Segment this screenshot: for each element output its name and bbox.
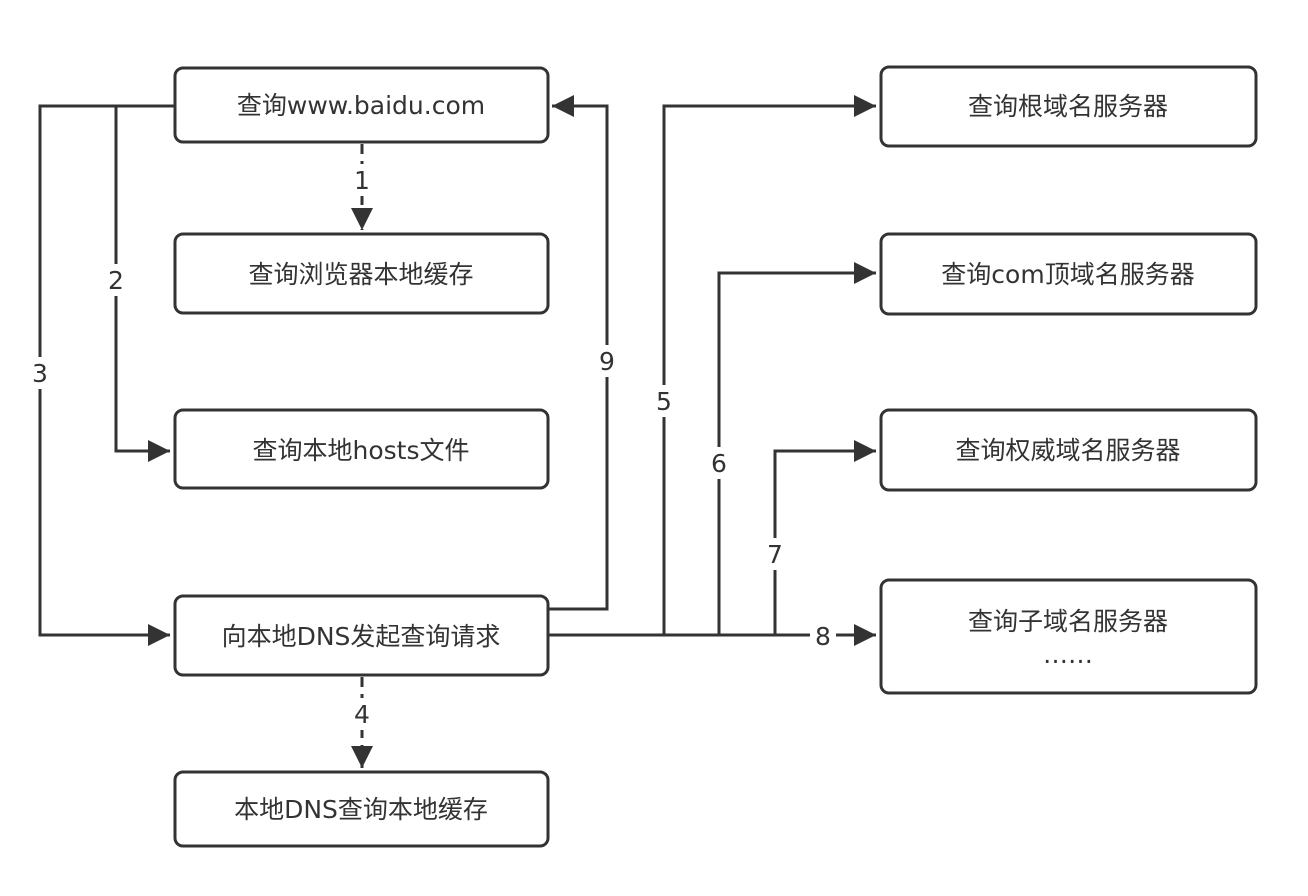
edge-label-7: 7 [767, 540, 783, 569]
node-local-dns-request-label: 向本地DNS发起查询请求 [222, 622, 501, 651]
edge-label-3: 3 [32, 359, 48, 388]
node-sub-server: 查询子域名服务器 …… [879, 578, 1258, 695]
node-query-www: 查询www.baidu.com [173, 66, 550, 144]
edge-label-3-group: 3 [26, 357, 54, 389]
node-com-server-label: 查询com顶域名服务器 [941, 260, 1194, 289]
node-query-www-label: 查询www.baidu.com [237, 91, 485, 120]
edge-label-5-group: 5 [650, 385, 678, 417]
edge-label-4-group: 4 [348, 698, 376, 730]
node-hosts-file: 查询本地hosts文件 [173, 408, 550, 490]
edge-label-2-group: 2 [102, 264, 130, 296]
node-root-server-label: 查询根域名服务器 [968, 92, 1168, 121]
node-local-dns-cache: 本地DNS查询本地缓存 [173, 770, 550, 848]
node-authoritative-server: 查询权威域名服务器 [879, 408, 1258, 492]
edge-label-6-group: 6 [705, 447, 733, 479]
edge-7 [773, 440, 876, 635]
node-local-dns-request: 向本地DNS发起查询请求 [173, 594, 550, 677]
edge-label-8: 8 [815, 622, 831, 651]
node-root-server: 查询根域名服务器 [879, 65, 1258, 148]
edge-3 [38, 104, 175, 646]
edge-label-9: 9 [599, 347, 615, 376]
node-sub-server-ellipsis: …… [1043, 640, 1093, 669]
edge-label-7-group: 7 [761, 538, 789, 570]
edge-5 [662, 95, 876, 635]
edge-label-1-group: 1 [348, 164, 376, 196]
node-browser-cache-label: 查询浏览器本地缓存 [248, 260, 473, 289]
edge-label-8-group: 8 [810, 620, 836, 652]
node-authoritative-server-label: 查询权威域名服务器 [955, 436, 1180, 465]
node-local-dns-cache-label: 本地DNS查询本地缓存 [234, 795, 488, 824]
edge-label-4: 4 [354, 700, 370, 729]
edge-2 [114, 106, 170, 462]
node-hosts-file-label: 查询本地hosts文件 [253, 436, 470, 465]
edge-label-6: 6 [711, 449, 727, 478]
node-sub-server-label: 查询子域名服务器 [968, 607, 1168, 636]
node-browser-cache: 查询浏览器本地缓存 [173, 232, 550, 315]
edge-6 [717, 262, 876, 635]
edge-label-1: 1 [354, 166, 370, 195]
node-com-server: 查询com顶域名服务器 [879, 232, 1258, 316]
edge-label-9-group: 9 [593, 345, 621, 377]
edge-label-5: 5 [656, 387, 672, 416]
edge-label-2: 2 [108, 266, 124, 295]
